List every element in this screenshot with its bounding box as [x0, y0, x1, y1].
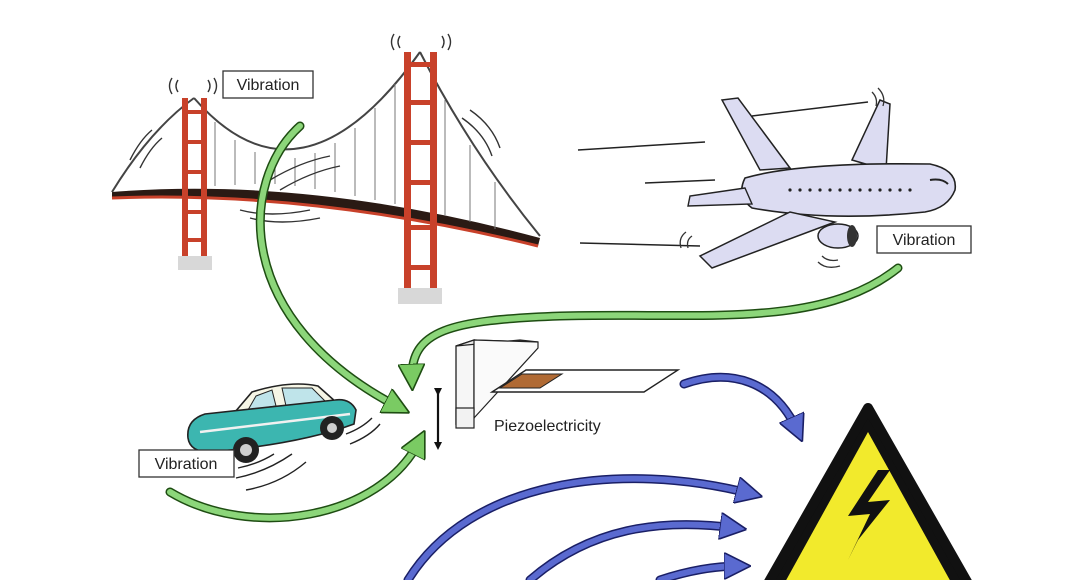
airplane-icon: [577, 87, 957, 269]
car-vibration-label: Vibration: [138, 449, 235, 478]
piezo-cantilever: [434, 339, 681, 450]
suspension-bridge-icon: [111, 33, 541, 304]
svg-text:Vibration: Vibration: [155, 456, 218, 473]
svg-text:Vibration: Vibration: [893, 232, 956, 249]
vibration-input-arrows: [165, 121, 903, 523]
plane-vibration-label: Vibration: [876, 225, 972, 254]
bridge-vibration-label: Vibration: [222, 70, 314, 99]
piezoelectricity-label: Piezoelectricity: [494, 418, 601, 435]
piezo-patch: [498, 373, 564, 389]
svg-text:Vibration: Vibration: [237, 77, 300, 94]
high-voltage-warning-icon: [764, 403, 972, 580]
car-icon: [187, 383, 381, 491]
electric-output-arrows: [403, 373, 798, 580]
